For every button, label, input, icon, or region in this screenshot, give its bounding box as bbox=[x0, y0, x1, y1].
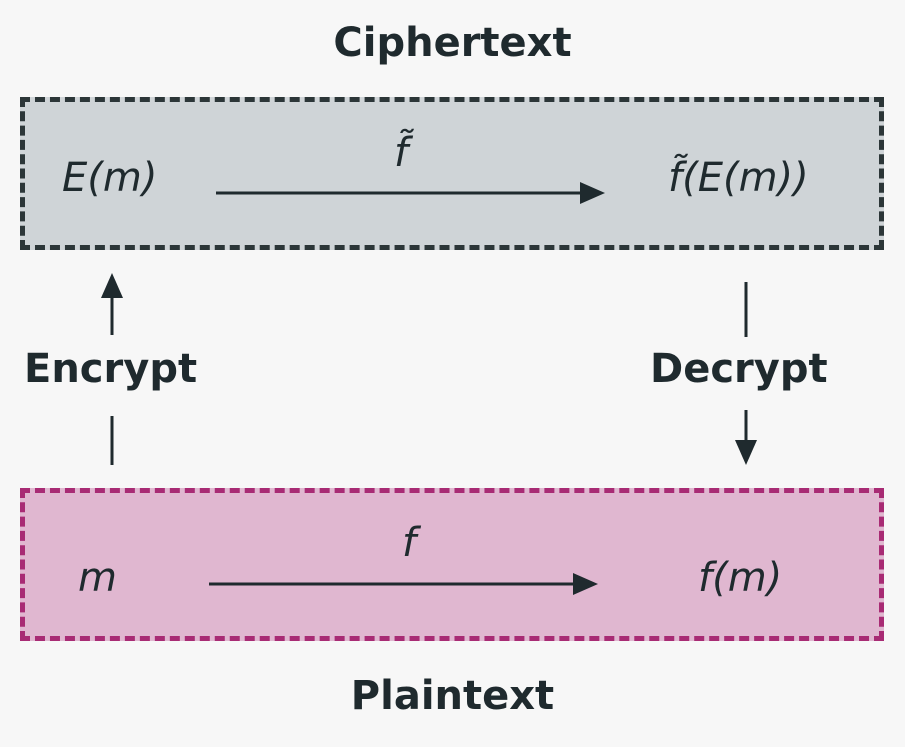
plaintext-title: Plaintext bbox=[350, 673, 555, 719]
message-label: m bbox=[78, 555, 117, 601]
decrypt-arrow bbox=[735, 282, 757, 465]
function-label: f bbox=[402, 520, 417, 566]
ciphertext-title: Ciphertext bbox=[333, 20, 572, 66]
encrypted-message-label: E(m) bbox=[62, 155, 158, 201]
ciphertext-box bbox=[20, 97, 884, 250]
encrypted-result-label: f̃(E(m)) bbox=[668, 155, 809, 201]
decrypt-label: Decrypt bbox=[650, 346, 828, 392]
encrypt-label: Encrypt bbox=[24, 346, 198, 392]
cipher-function-arrow bbox=[216, 182, 605, 204]
plain-function-arrow bbox=[209, 573, 598, 595]
plaintext-box bbox=[20, 488, 884, 641]
result-label: f(m) bbox=[698, 555, 783, 601]
homomorphic-function-label: f̃ bbox=[394, 130, 409, 176]
encrypt-arrow bbox=[101, 273, 123, 465]
